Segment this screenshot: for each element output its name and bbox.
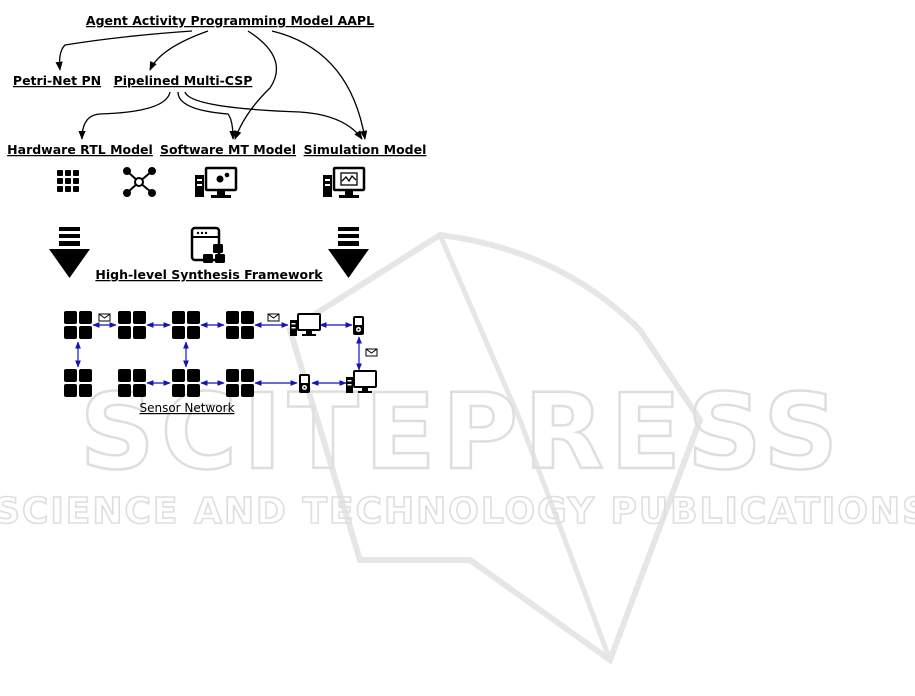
watermark-subtitle: SCIENCE AND TECHNOLOGY PUBLICATIONS <box>0 491 915 532</box>
watermark: SCITEPRESS SCIENCE AND TECHNOLOGY PUBLIC… <box>0 235 915 660</box>
sensor-node <box>226 311 254 339</box>
mail-icon <box>366 349 377 356</box>
csp-arrows <box>82 92 362 139</box>
aapl-label: Agent Activity Programming Model AAPL <box>86 13 374 28</box>
mail-icon <box>268 314 279 321</box>
sensor-network-label: Sensor Network <box>139 401 234 415</box>
computer-chart-icon <box>323 168 364 198</box>
computer-gear-icon <box>195 168 236 198</box>
hardware-rtl-label: Hardware RTL Model <box>7 142 153 157</box>
grid-icon <box>57 170 79 192</box>
sensor-node <box>64 311 92 339</box>
arrow-csp-hardware <box>82 92 170 139</box>
sensor-node <box>118 311 146 339</box>
arrow-csp-simulation <box>185 92 362 139</box>
window-modules-icon <box>192 228 225 263</box>
petri-net-label: Petri-Net PN <box>13 73 101 88</box>
arrow-csp-software <box>178 92 233 139</box>
phone-icon <box>299 374 310 393</box>
down-arrow-icon <box>328 227 369 278</box>
phone-icon <box>353 316 364 335</box>
simulation-model-label: Simulation Model <box>304 142 427 157</box>
arrow-aapl-simulation <box>272 31 365 139</box>
pipelined-csp-label: Pipelined Multi-CSP <box>114 73 253 88</box>
sensor-node <box>172 311 200 339</box>
mail-icon <box>99 314 110 321</box>
arrow-aapl-csp <box>150 31 208 70</box>
software-mt-label: Software MT Model <box>160 142 296 157</box>
arrow-aapl-petri <box>60 31 192 70</box>
hls-framework-label: High-level Synthesis Framework <box>95 267 323 282</box>
down-arrow-icon <box>49 227 90 278</box>
computer-icon <box>290 314 320 336</box>
network-icon <box>124 168 155 196</box>
